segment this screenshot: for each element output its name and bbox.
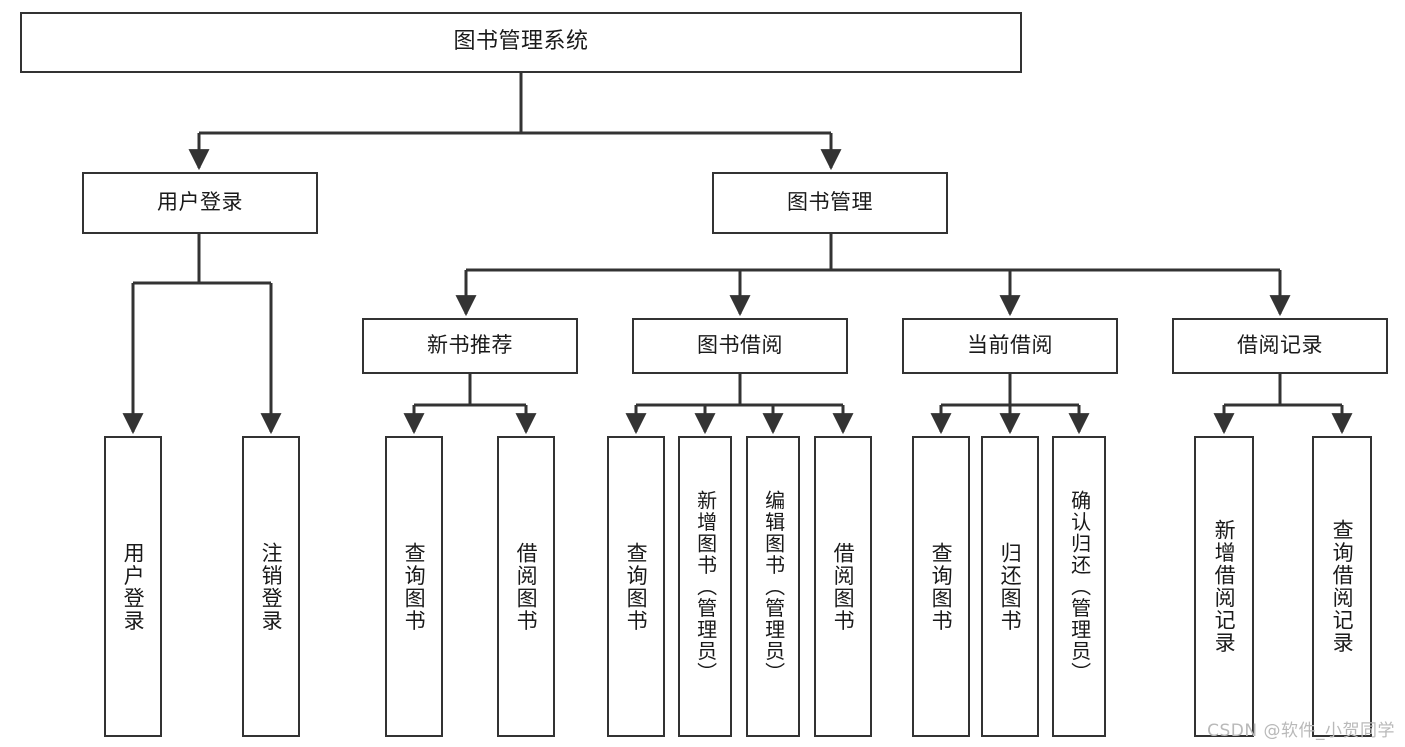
node-new-book-recommend[interactable]: 新书推荐 (362, 318, 578, 374)
node-label: 图书管理系统 (453, 29, 589, 55)
node-book-borrow[interactable]: 图书借阅 (632, 318, 848, 374)
node-label: 查询图书 (624, 541, 649, 632)
node-label: 查询借阅记录 (1330, 519, 1355, 654)
node-label: 确认归还（管理员） (1067, 489, 1092, 684)
watermark-text: CSDN @软件_小贺同学 (1207, 721, 1395, 741)
leaf-current-borrow-return-book[interactable]: 归还图书 (981, 436, 1039, 737)
node-label: 编辑图书（管理员） (761, 489, 786, 684)
node-label: 当前借阅 (967, 333, 1053, 358)
node-label: 图书管理 (787, 190, 873, 215)
node-label: 新增图书（管理员） (693, 489, 718, 684)
leaf-records-add-record[interactable]: 新增借阅记录 (1194, 436, 1254, 737)
node-label: 查询图书 (402, 541, 427, 632)
node-label: 用户登录 (157, 190, 243, 215)
leaf-book-borrow-edit-book-admin[interactable]: 编辑图书（管理员） (746, 436, 800, 737)
leaf-user-login-logout[interactable]: 注销登录 (242, 436, 300, 737)
leaf-current-borrow-confirm-return-admin[interactable]: 确认归还（管理员） (1052, 436, 1106, 737)
leaf-current-borrow-query-book[interactable]: 查询图书 (912, 436, 970, 737)
node-user-login[interactable]: 用户登录 (82, 172, 318, 234)
node-label: 借阅图书 (514, 541, 539, 632)
node-label: 用户登录 (121, 541, 146, 632)
leaf-user-login-login[interactable]: 用户登录 (104, 436, 162, 737)
node-label: 新书推荐 (427, 333, 513, 358)
node-book-management[interactable]: 图书管理 (712, 172, 948, 234)
node-current-borrow[interactable]: 当前借阅 (902, 318, 1118, 374)
node-root-book-management-system[interactable]: 图书管理系统 (20, 12, 1022, 73)
leaf-records-query-record[interactable]: 查询借阅记录 (1312, 436, 1372, 737)
leaf-book-borrow-add-book-admin[interactable]: 新增图书（管理员） (678, 436, 732, 737)
leaf-new-book-borrow-book[interactable]: 借阅图书 (497, 436, 555, 737)
node-label: 新增借阅记录 (1212, 519, 1237, 654)
node-label: 查询图书 (929, 541, 954, 632)
node-label: 归还图书 (998, 541, 1023, 632)
node-borrow-records[interactable]: 借阅记录 (1172, 318, 1388, 374)
node-label: 图书借阅 (697, 333, 783, 358)
node-label: 注销登录 (259, 541, 284, 632)
node-label: 借阅图书 (831, 541, 856, 632)
leaf-book-borrow-query-book[interactable]: 查询图书 (607, 436, 665, 737)
leaf-book-borrow-borrow-book[interactable]: 借阅图书 (814, 436, 872, 737)
leaf-new-book-query-book[interactable]: 查询图书 (385, 436, 443, 737)
node-label: 借阅记录 (1237, 333, 1323, 358)
